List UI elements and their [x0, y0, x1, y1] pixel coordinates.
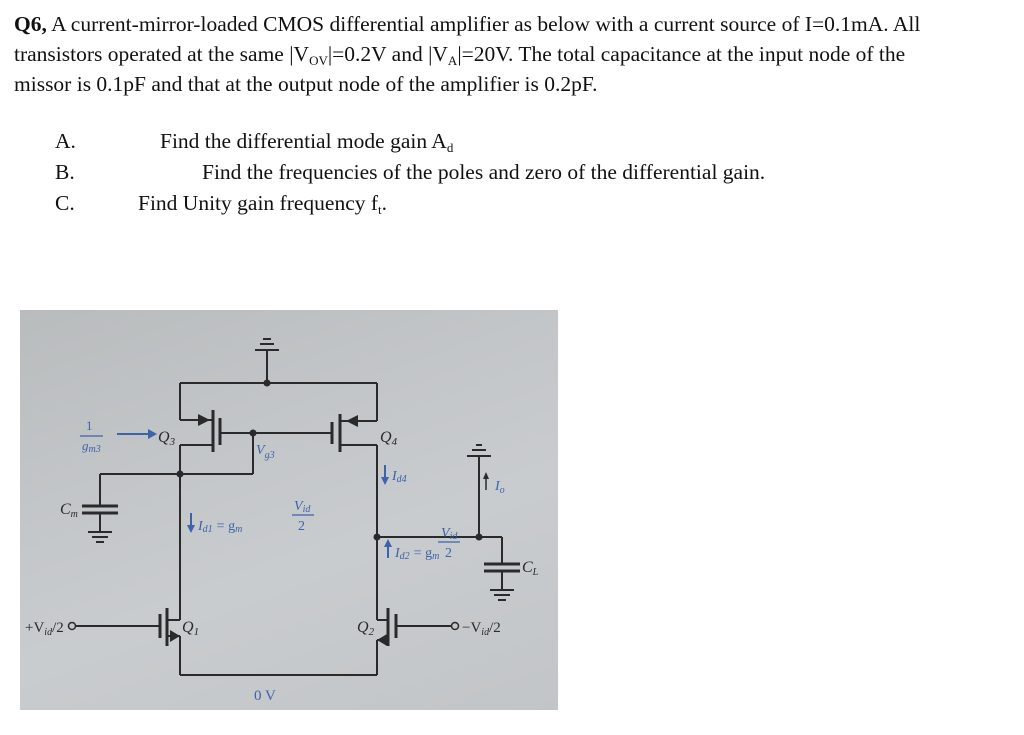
question-number: Q6, — [14, 12, 47, 36]
id1-vid-num: Vid — [294, 499, 311, 515]
id2-equation: Id2= gm — [394, 546, 439, 562]
question-line-2: transistors operated at the same |VOV|=0… — [14, 42, 906, 68]
io-label: Io — [494, 479, 505, 496]
vin-plus-label: +Vid/2 — [25, 620, 64, 638]
vg3-label: Vg3 — [256, 443, 275, 461]
part-b-label: B. — [55, 160, 75, 184]
part-a-label: A. — [55, 129, 76, 153]
gm3-arrow-icon — [117, 429, 157, 439]
circuit-diagram: 1 gm3 Vg3 Id4 Io Id1= gm Vid 2 Id2= gm V… — [25, 338, 539, 704]
q3-label: Q3 — [158, 429, 176, 448]
id1-vid-den: 2 — [298, 519, 305, 534]
id4-label: Id4 — [391, 469, 407, 485]
junction-dots — [176, 379, 483, 541]
part-b-text: Find the frequencies of the poles and ze… — [202, 160, 766, 184]
q1-source-arrow-icon — [170, 630, 180, 642]
q2-source-arrow-icon — [377, 634, 387, 646]
id1-equation: Id1= gm — [197, 519, 242, 535]
question-line-1: Q6, A current-mirror-loaded CMOS differe… — [14, 12, 921, 36]
vin-plus-terminal-icon — [67, 621, 77, 631]
io-arrow-icon — [483, 472, 489, 490]
gm3-fraction-den: gm3 — [82, 438, 101, 455]
vin-minus-label: −Vid/2 — [462, 620, 501, 638]
cl-label: CL — [522, 559, 539, 578]
q4-label: Q4 — [380, 429, 398, 448]
q1-label: Q1 — [182, 619, 199, 638]
id4-arrow-icon — [381, 465, 389, 485]
part-c-text: Find Unity gain frequency ft. — [138, 191, 388, 217]
part-a-text: Find the differential mode gain Ad — [160, 129, 454, 155]
circuit-photo: 1 gm3 Vg3 Id4 Io Id1= gm Vid 2 Id2= gm V… — [20, 310, 558, 710]
question-text: Q6, A current-mirror-loaded CMOS differe… — [14, 9, 1014, 99]
part-c-label: C. — [55, 191, 75, 215]
gm3-fraction-num: 1 — [86, 418, 93, 433]
question-line-3: missor is 0.1pF and that at the output n… — [14, 72, 598, 96]
id1-arrow-icon — [187, 513, 195, 533]
q2-label: Q2 — [357, 619, 375, 638]
q4-source-arrow-icon — [346, 415, 358, 427]
id2-vid-den: 2 — [445, 546, 452, 561]
vin-minus-terminal-icon — [450, 621, 460, 631]
id2-arrow-icon — [384, 539, 392, 558]
cm-label: Cm — [60, 501, 78, 520]
zero-volt-label: 0 V — [254, 688, 276, 704]
q3-source-arrow-icon — [198, 414, 210, 426]
id2-vid-num: Vid — [441, 526, 458, 542]
